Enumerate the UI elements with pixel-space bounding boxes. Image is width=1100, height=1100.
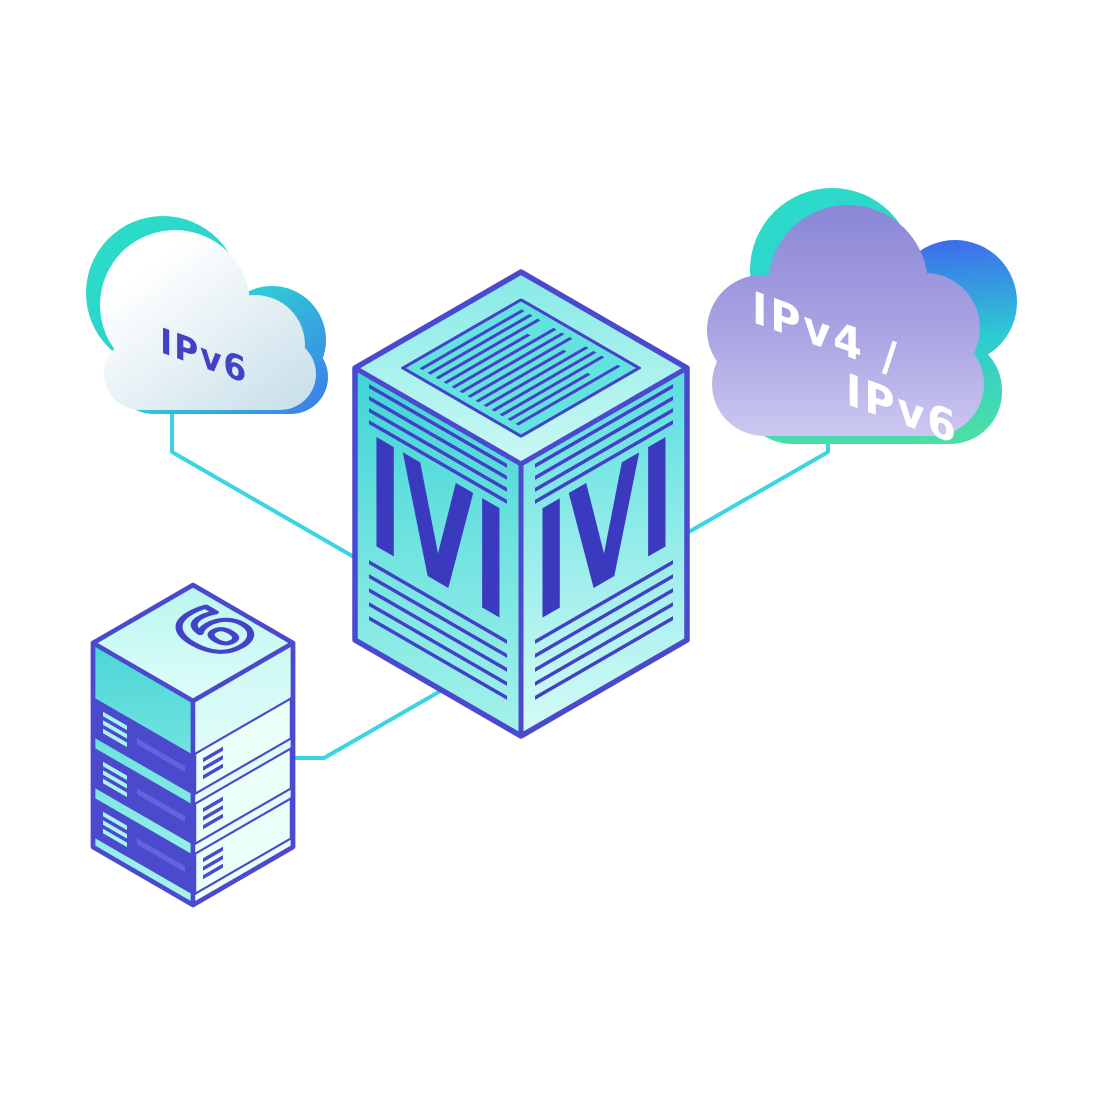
server-outline xyxy=(90,582,296,908)
cube-left-face-bottom-stripes xyxy=(369,560,507,700)
cube-top-stripes xyxy=(400,298,642,438)
ivi-translator-cube: IVI IVI xyxy=(352,269,690,739)
ipv6-cloud: IPv6 xyxy=(86,216,328,414)
cube-outline xyxy=(352,269,690,739)
cube-right-face-bottom-stripes xyxy=(535,560,673,700)
server-drawers-left xyxy=(93,697,193,895)
connector-server-to-cube xyxy=(290,672,471,760)
cube-right-face-top-stripes xyxy=(535,384,673,504)
ipv4-ipv6-cloud-body xyxy=(707,205,984,436)
connector-left-cloud-to-cube xyxy=(170,402,381,574)
ipv6-cloud-body xyxy=(100,230,316,410)
server-drawers-right xyxy=(193,696,293,896)
cube-left-face-top-stripes xyxy=(369,384,507,504)
ipv6-server: 6 xyxy=(90,582,296,908)
ipv4-ipv6-cloud: IPv4 / IPv6 xyxy=(707,188,1017,456)
